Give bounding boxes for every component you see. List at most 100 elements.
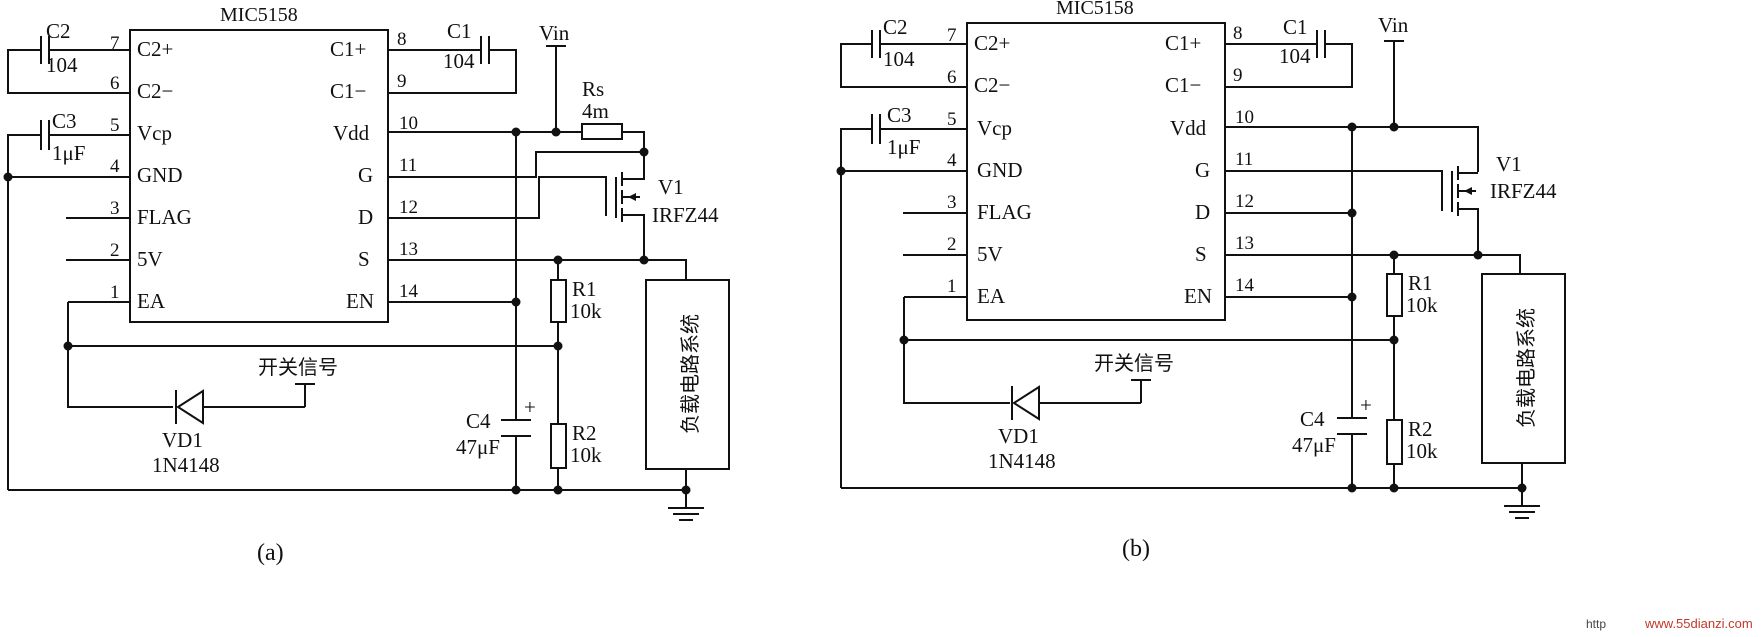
- ic-title-a: MIC5158: [220, 4, 298, 26]
- pin-num: 6: [947, 67, 957, 88]
- pin-name: C1−: [330, 79, 366, 103]
- pin-name: G: [1195, 158, 1210, 182]
- pin-name: D: [358, 205, 373, 229]
- pin-name: 5V: [977, 242, 1003, 266]
- c1-ref: C1: [447, 19, 472, 43]
- pin-name: EA: [977, 284, 1006, 308]
- c1-value: 104: [443, 49, 475, 73]
- load-label: 负载电路系统: [678, 314, 702, 434]
- caption-a: (a): [257, 540, 284, 566]
- r2-ref: R2: [572, 421, 597, 445]
- resistor-r1-b: [1386, 273, 1403, 317]
- r1-ref: R1: [572, 277, 597, 301]
- pin-name: C1+: [1165, 31, 1201, 55]
- capacitor-c1-b: C1 104: [1225, 15, 1353, 88]
- c1-value: 104: [1279, 44, 1311, 68]
- rs-ref: Rs: [582, 77, 604, 101]
- pin-num: 12: [399, 197, 418, 218]
- c3-ref: C3: [887, 103, 912, 127]
- pin-num: 3: [110, 198, 120, 219]
- pin-num: 5: [110, 115, 120, 136]
- pin-name: FLAG: [137, 205, 192, 229]
- capacitor-c2-a: C2 104: [7, 19, 100, 94]
- pin-name: 5V: [137, 247, 163, 271]
- pin-num: 4: [110, 156, 120, 177]
- pin-num: 2: [110, 240, 120, 261]
- capacitor-c4-b: + C4 47μF: [1292, 393, 1372, 457]
- caption-b: (b): [1122, 536, 1150, 562]
- vd1-part: 1N4148: [988, 449, 1056, 473]
- v1-ref: V1: [1496, 152, 1522, 176]
- pin-num: 3: [947, 192, 957, 213]
- pin-num: 14: [1235, 275, 1255, 296]
- pin-num: 9: [397, 71, 407, 92]
- c4-value: 47μF: [1292, 433, 1336, 457]
- ic-left-pins-a: 7 C2+ 6 C2− 5 Vcp 4 GND 3 FLAG 2 5V 1 EA: [110, 33, 192, 313]
- resistor-r2-b: [1386, 419, 1403, 465]
- pin-num: 12: [1235, 191, 1254, 212]
- vd1-part: 1N4148: [152, 453, 220, 477]
- pin-name: Vdd: [1170, 116, 1207, 140]
- c2-value: 104: [46, 53, 78, 77]
- c2-ref: C2: [883, 15, 908, 39]
- pin-num: 13: [1235, 233, 1254, 254]
- pin-name: C1+: [330, 37, 366, 61]
- pin-name: S: [358, 247, 370, 271]
- pin-num: 11: [1235, 149, 1253, 170]
- pin-num: 14: [399, 281, 419, 302]
- pin-num: 7: [947, 25, 957, 46]
- pin-name: C2+: [974, 31, 1010, 55]
- mosfet-v1-a: V1 IRFZ44: [615, 172, 719, 258]
- r1-value: 10k: [570, 299, 602, 323]
- watermark: http www.55dianzi.com: [1586, 616, 1753, 631]
- panel-b: MIC5158 7 C2+ 6 C2− 5 Vcp 4 GND 3 FLAG 2…: [836, 0, 1566, 562]
- v1-part: IRFZ44: [652, 203, 719, 227]
- rs-value: 4m: [582, 99, 609, 123]
- mosfet-v1-b: V1 IRFZ44: [1451, 152, 1557, 254]
- pin-num: 6: [110, 73, 120, 94]
- vd1-ref: VD1: [998, 424, 1039, 448]
- left-pin-leads-b: [903, 43, 967, 298]
- switch-signal-label: 开关信号: [258, 355, 338, 379]
- pin-name: GND: [977, 158, 1023, 182]
- left-pin-leads-a: [66, 49, 130, 303]
- c4-ref: C4: [1300, 407, 1325, 431]
- c2-ref: C2: [46, 19, 71, 43]
- ground-symbol-a: [668, 490, 704, 521]
- pin-name: C2−: [137, 79, 173, 103]
- pin-num: 2: [947, 234, 957, 255]
- capacitor-c3-a: C3 1μF: [7, 109, 100, 490]
- capacitor-c2-b: C2 104: [840, 15, 936, 88]
- pin-name: EA: [137, 289, 166, 313]
- c2-value: 104: [883, 47, 915, 71]
- capacitor-c3-b: C3 1μF: [840, 103, 936, 488]
- switch-signal-label: 开关信号: [1094, 351, 1174, 375]
- ic-right-pins-a: C1+ 8 C1− 9 Vdd 10 G 11 D 12 S 13 EN 14: [330, 29, 419, 313]
- pin-num: 1: [947, 276, 957, 297]
- pin-num: 4: [947, 150, 957, 171]
- pin-name: Vcp: [137, 121, 172, 145]
- pin-num: 1: [110, 282, 120, 303]
- r2-value: 10k: [570, 443, 602, 467]
- pin-name: C1−: [1165, 73, 1201, 97]
- pin-num: 5: [947, 109, 957, 130]
- watermark-site: www.55dianzi.com: [1644, 616, 1753, 631]
- ground-symbol-b: [1504, 488, 1540, 519]
- c1-ref: C1: [1283, 15, 1308, 39]
- pin-name: FLAG: [977, 200, 1032, 224]
- r2-ref: R2: [1408, 417, 1433, 441]
- vin-terminal-a: Vin: [539, 21, 570, 132]
- load-box-a: [645, 279, 730, 470]
- c4-value: 47μF: [456, 435, 500, 459]
- load-box-b: [1481, 273, 1566, 464]
- c4-plus: +: [1360, 393, 1372, 417]
- pin-num: 11: [399, 155, 417, 176]
- pin-name: C2−: [974, 73, 1010, 97]
- capacitor-c4-a: + C4 47μF: [456, 395, 536, 459]
- panel-a: MIC5158 7 C2+ 6 C2− 5 Vcp 4 GND 3 FLAG 2…: [3, 4, 730, 566]
- ic-title-b: MIC5158: [1056, 0, 1134, 19]
- pin-name: C2+: [137, 37, 173, 61]
- vin-label: Vin: [539, 21, 570, 45]
- pin-num: 13: [399, 239, 418, 260]
- ic-left-pins-b: 7 C2+ 6 C2− 5 Vcp 4 GND 3 FLAG 2 5V 1 EA: [947, 25, 1032, 308]
